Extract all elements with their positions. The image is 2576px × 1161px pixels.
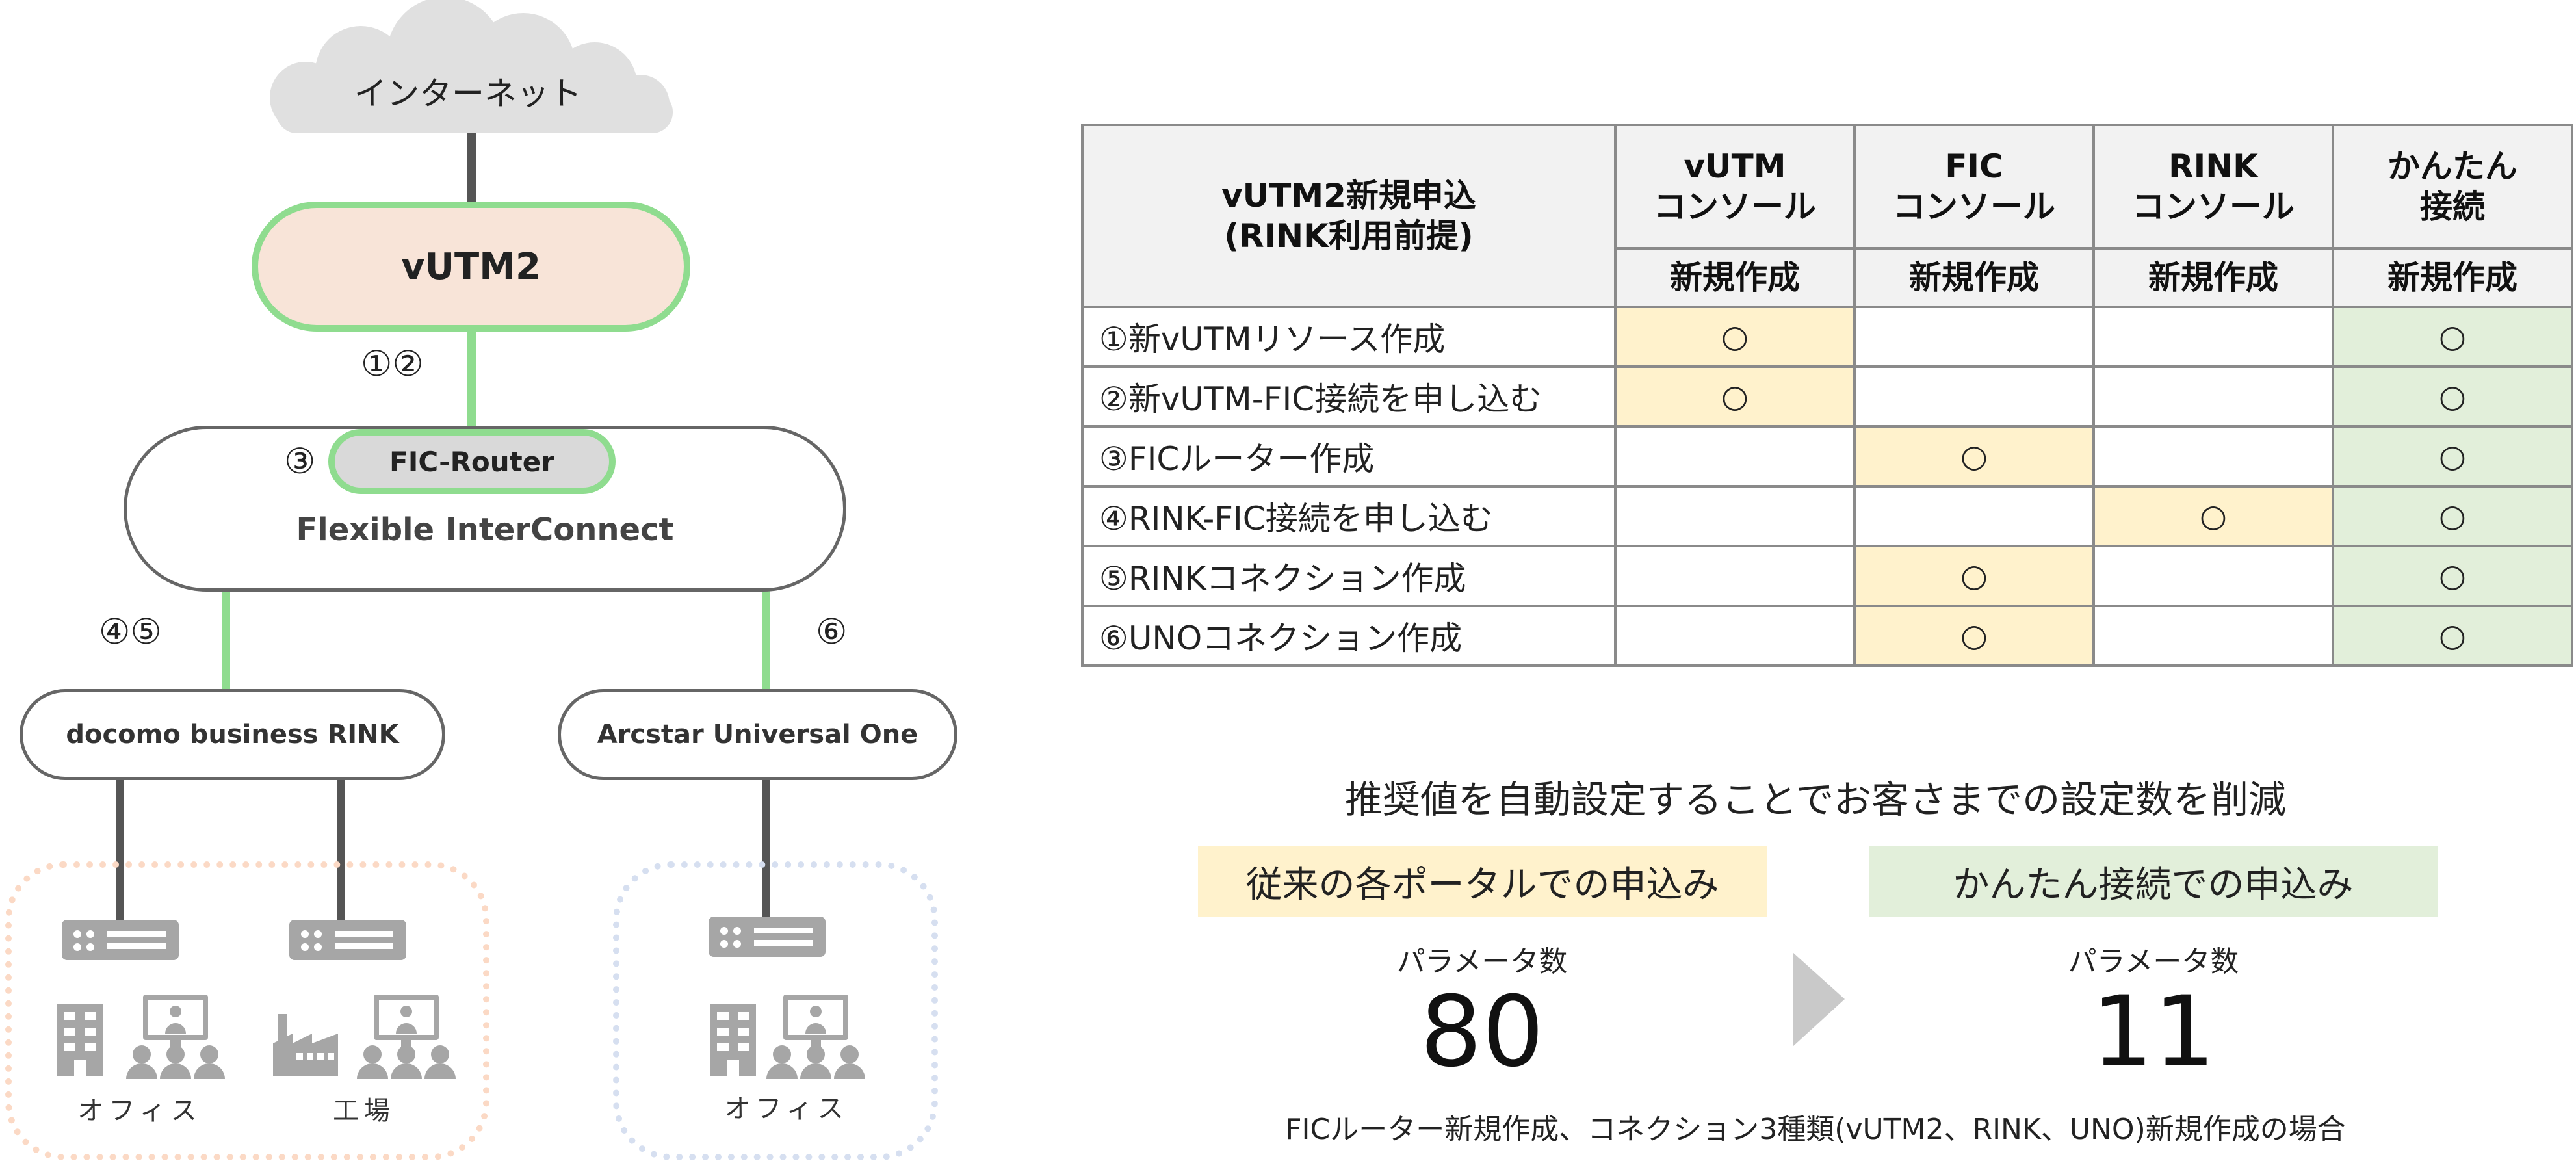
traditional-method-band: 従来の各ポータルでの申込み	[1198, 846, 1767, 917]
factory-icon	[273, 1014, 338, 1076]
row-label: ⑥UNOコネクション作成	[1081, 605, 1617, 667]
table-cell	[1614, 545, 1856, 607]
row-label: ③FICルーター作成	[1081, 425, 1617, 488]
column-subheader: 新規作成	[2332, 247, 2573, 308]
rink-factory-link	[337, 777, 345, 926]
table-cell: ○	[2332, 545, 2573, 607]
column-header-line: 接続	[2420, 188, 2485, 226]
table-cell	[1853, 306, 2095, 368]
row-label: ①新vUTMリソース作成	[1081, 306, 1617, 368]
table-cell: ○	[1614, 306, 1856, 368]
site-group-rink	[5, 861, 489, 1160]
table-cell: ○	[1614, 365, 1856, 428]
column-header-line: コンソール	[1654, 188, 1816, 226]
step-marker-vutm: ①②	[361, 343, 424, 384]
site-group-uno	[613, 861, 938, 1160]
table-title-cell: vUTM2新規申込 (RINK利用前提)	[1081, 124, 1617, 308]
column-header-line: RINK	[2168, 147, 2258, 185]
table-cell: ○	[1853, 425, 2095, 488]
router-device-icon	[289, 920, 406, 960]
table-cell	[2092, 545, 2334, 607]
internet-label: インターネット	[354, 75, 582, 112]
column-header-easy-connect: かんたん接続	[2332, 124, 2573, 250]
fic-uno-link	[762, 588, 770, 692]
param-count-traditional: 80	[1420, 975, 1544, 1089]
fic-router-node[interactable]: FIC-Router	[328, 429, 616, 494]
meeting-people-icon	[357, 995, 456, 1079]
table-cell: ○	[2332, 485, 2573, 547]
table-row: ①新vUTMリソース作成 ○ ○	[1081, 306, 2573, 368]
summary-note: FICルーター新規作成、コネクション3種類(vUTM2、RINK、UNO)新規作…	[1285, 1113, 2346, 1146]
table-cell: ○	[2332, 306, 2573, 368]
table-cell	[2092, 425, 2334, 488]
router-device-icon	[62, 920, 179, 960]
table-title-line: (RINK利用前提)	[1224, 217, 1474, 255]
table-cell	[1853, 365, 2095, 428]
step-marker-uno: ⑥	[816, 611, 848, 652]
table-cell	[1614, 605, 1856, 667]
site-label-office: オフィス	[77, 1096, 202, 1126]
row-label: ②新vUTM-FIC接続を申し込む	[1081, 365, 1617, 428]
fic-rink-link	[222, 588, 230, 692]
fic-label: Flexible InterConnect	[296, 512, 674, 548]
column-header-line: コンソール	[2132, 188, 2295, 226]
column-subheader: 新規作成	[2092, 247, 2334, 308]
rink-node[interactable]: docomo business RINK	[20, 689, 445, 780]
column-subheader: 新規作成	[1853, 247, 2095, 308]
table-cell	[2092, 306, 2334, 368]
column-header-line: コンソール	[1893, 188, 2055, 226]
table-cell	[1614, 485, 1856, 547]
param-count-label: パラメータ数	[1396, 945, 1568, 978]
table-cell: ○	[2332, 365, 2573, 428]
site-label-factory: 工場	[333, 1096, 395, 1126]
column-header-line: FIC	[1945, 147, 2003, 185]
table-cell: ○	[1853, 545, 2095, 607]
param-count-label: パラメータ数	[2068, 945, 2239, 978]
router-device-icon	[709, 917, 826, 957]
site-label-office: オフィス	[724, 1094, 849, 1124]
office-building-icon	[57, 1004, 103, 1076]
rink-office-link	[116, 777, 124, 926]
table-cell: ○	[2332, 605, 2573, 667]
table-cell	[2092, 605, 2334, 667]
summary-headline: 推奨値を自動設定することでお客さまでの設定数を削減	[1344, 777, 2287, 822]
table-row: ②新vUTM-FIC接続を申し込む ○ ○	[1081, 365, 2573, 428]
meeting-people-icon	[126, 995, 225, 1079]
vutm-fic-link	[467, 328, 476, 432]
uno-office-link	[762, 777, 770, 926]
internet-vutm-link	[467, 133, 476, 205]
uno-node[interactable]: Arcstar Universal One	[558, 689, 957, 780]
arrow-right-icon	[1793, 952, 1845, 1047]
table-row: ⑤RINKコネクション作成 ○ ○	[1081, 545, 2573, 607]
vutm2-node[interactable]: vUTM2	[252, 202, 690, 332]
table-cell	[2092, 365, 2334, 428]
table-row: ③FICルーター作成 ○ ○	[1081, 425, 2573, 488]
meeting-people-icon	[766, 995, 865, 1079]
office-building-icon	[710, 1004, 756, 1076]
column-subheader: 新規作成	[1614, 247, 1856, 308]
table-row: ⑥UNOコネクション作成 ○ ○	[1081, 605, 2573, 667]
row-label: ⑤RINKコネクション作成	[1081, 545, 1617, 607]
table-row: ④RINK-FIC接続を申し込む ○ ○	[1081, 485, 2573, 547]
internet-cloud-icon	[270, 0, 673, 133]
easy-connect-band: かんたん接続での申込み	[1869, 846, 2438, 917]
param-count-easy-connect: 11	[2091, 975, 2216, 1089]
row-label: ④RINK-FIC接続を申し込む	[1081, 485, 1617, 547]
table-cell: ○	[2092, 485, 2334, 547]
table-cell	[1614, 425, 1856, 488]
step-marker-router: ③	[284, 441, 316, 482]
table-title-line: vUTM2新規申込	[1221, 176, 1476, 215]
table-cell: ○	[2332, 425, 2573, 488]
table-cell: ○	[1853, 605, 2095, 667]
column-header-line: かんたん	[2387, 147, 2517, 185]
column-header-line: vUTM	[1684, 147, 1786, 185]
step-marker-rink: ④⑤	[99, 611, 162, 652]
table-cell	[1853, 485, 2095, 547]
